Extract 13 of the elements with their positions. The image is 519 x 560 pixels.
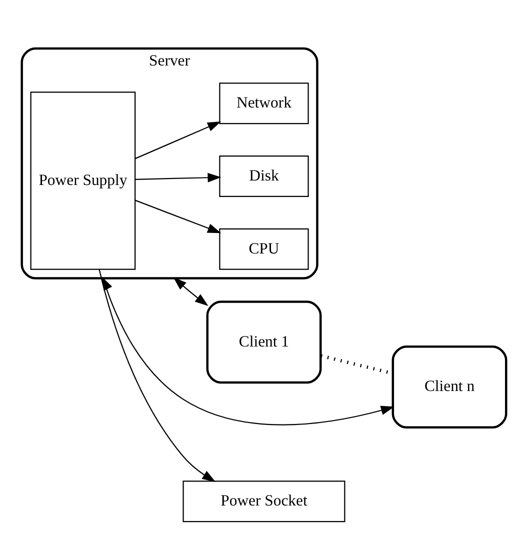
- node-box: Disk: [219, 155, 309, 196]
- node-box: Client 1: [206, 300, 322, 384]
- arrow: [98, 268, 216, 482]
- node-box: Network: [219, 82, 309, 124]
- arrow: [173, 276, 208, 306]
- node-box: Client n: [392, 345, 508, 428]
- arrow: [135, 199, 222, 233]
- node-box: Power Socket: [182, 480, 346, 522]
- arrow: [135, 172, 222, 182]
- node-box: CPU: [219, 228, 309, 270]
- arrow: [102, 276, 394, 425]
- arrow: [135, 120, 222, 159]
- node-box: Power Supply: [30, 91, 136, 270]
